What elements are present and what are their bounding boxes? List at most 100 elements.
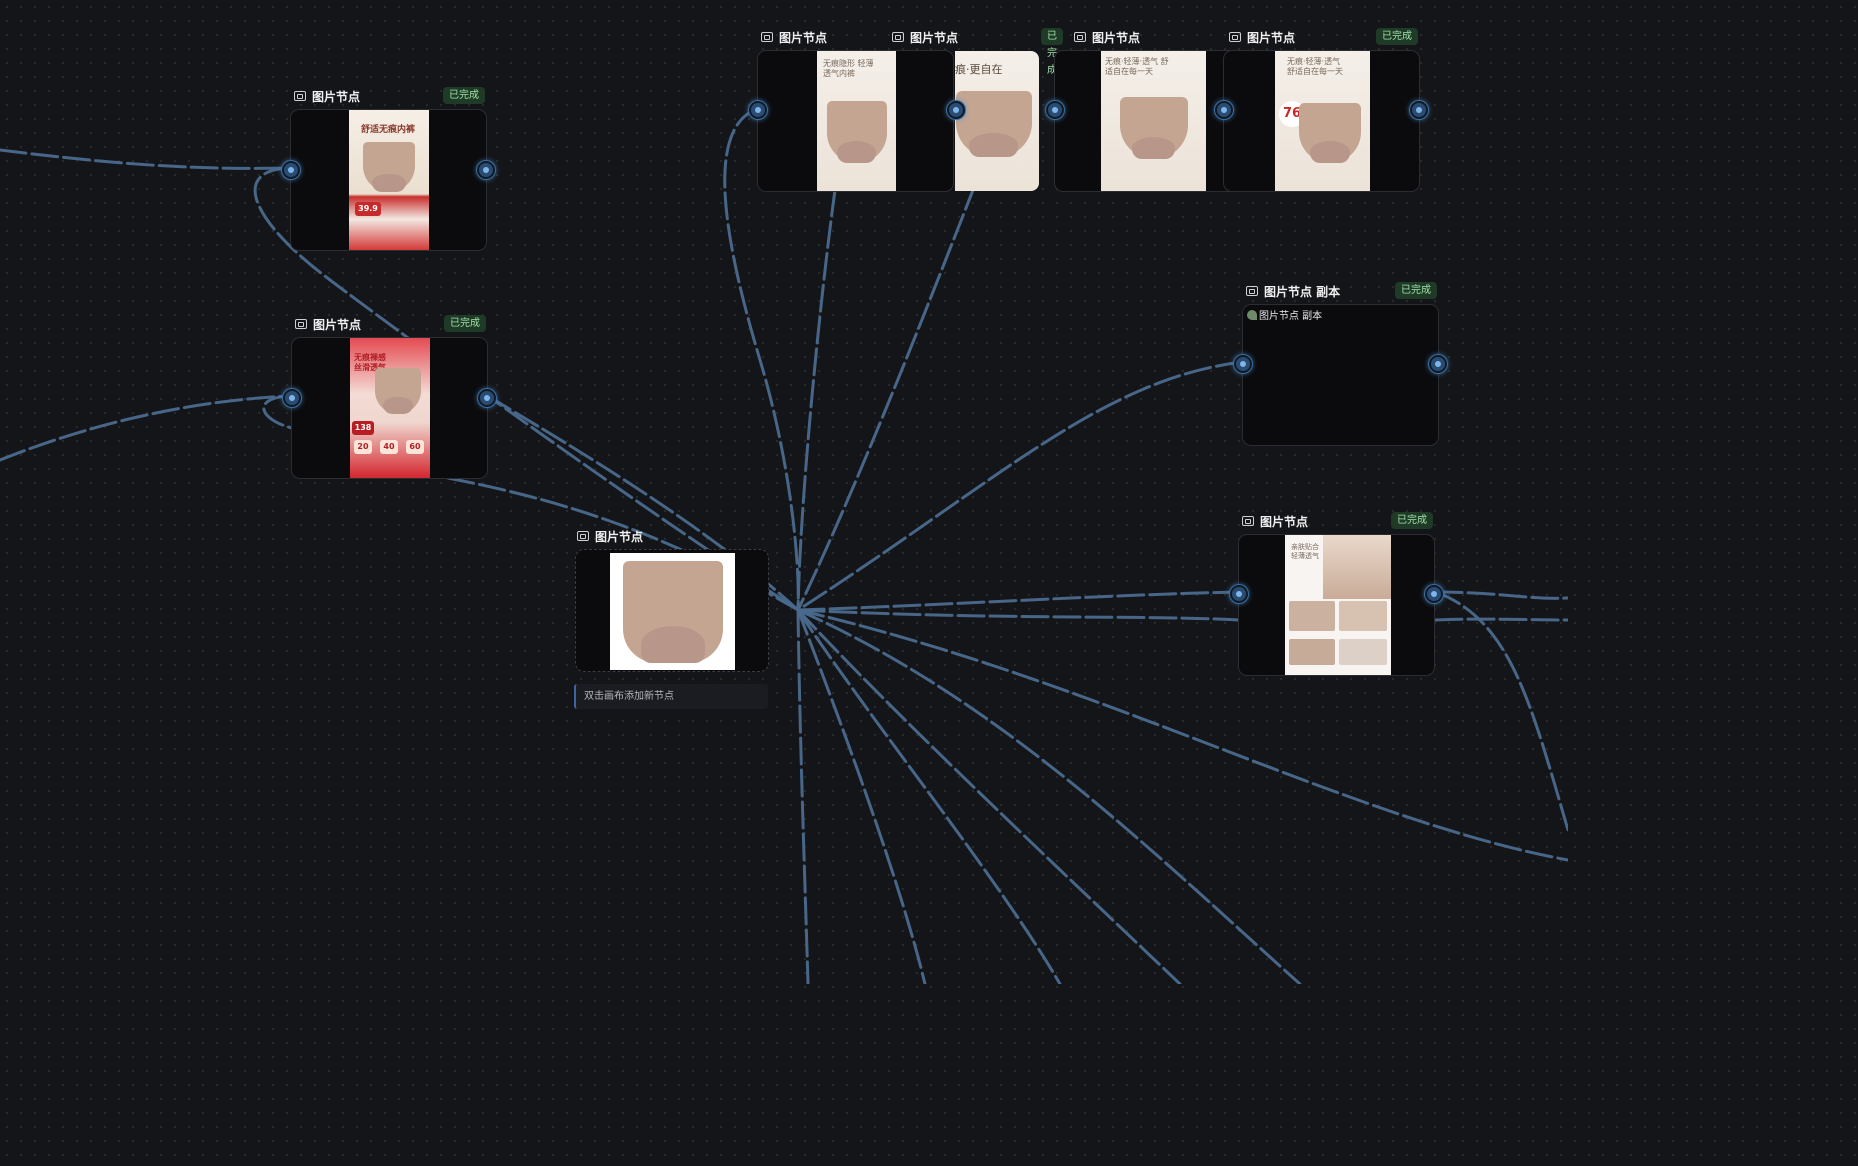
status-badge: 已完成 (1395, 282, 1437, 299)
node-title: 图片节点 (910, 30, 959, 45)
wire (796, 608, 810, 984)
node-title: 图片节点 (1092, 30, 1141, 45)
image-node[interactable]: 图片节点 已完成 亲肤贴合 轻薄透气 (1230, 512, 1443, 676)
product-shape (622, 561, 723, 663)
node-title: 图片节点 (1247, 30, 1296, 45)
model-photo (1323, 535, 1391, 599)
product-image: 痕·更自在 (955, 51, 1039, 191)
product-image (610, 553, 735, 670)
wire (796, 183, 977, 612)
output-port[interactable] (1410, 101, 1428, 119)
output-port[interactable] (1429, 355, 1447, 373)
image-node-copy[interactable]: 图片节点 副本 已完成 图片节点 副本 (1234, 282, 1447, 446)
wire (262, 394, 294, 430)
node-preview: 舒适无痕内裤 39.9 (290, 109, 487, 251)
detail-photo (1289, 601, 1335, 631)
input-port[interactable] (283, 389, 301, 407)
image-node[interactable]: 图片节点 已完成 无痕裸感 丝滑透气 138 20 40 60 (283, 315, 496, 479)
detail-photo (1339, 639, 1387, 665)
wire (796, 608, 927, 984)
product-shape (1119, 97, 1188, 159)
coupon-tag: 60 (406, 440, 424, 454)
product-shape (955, 91, 1032, 157)
coupon-tag: 40 (380, 440, 398, 454)
node-preview (575, 549, 769, 672)
node-header: 图片节点 副本 (1246, 282, 1340, 300)
output-port[interactable] (477, 161, 495, 179)
product-image: 无痕·轻薄·透气 舒适自在每一天 76 (1275, 51, 1370, 191)
image-icon (1246, 286, 1258, 296)
node-header: 图片节点 (892, 28, 958, 46)
product-shape (1299, 103, 1362, 163)
image-icon (295, 319, 307, 329)
node-header: 图片节点 (1074, 28, 1140, 46)
image-node[interactable]: 图片节点 已完成 无痕·轻薄·透气 舒适自在每一天 76 (1215, 28, 1428, 192)
output-port[interactable] (947, 101, 965, 119)
node-title: 图片节点 副本 (1264, 284, 1341, 299)
node-header: 图片节点 (1242, 512, 1308, 530)
wire (796, 608, 1062, 984)
node-header: 图片节点 (577, 527, 643, 545)
wire (0, 148, 292, 170)
price-tag: 138 (352, 421, 374, 435)
wire (796, 608, 1302, 984)
wire (253, 166, 800, 612)
image-node[interactable]: 图片节点 痕·更自在 (888, 31, 1040, 192)
detail-photo (1339, 601, 1387, 631)
input-port[interactable] (1215, 101, 1233, 119)
image-node[interactable]: 图片节点 已完成 舒适无痕内裤 39.9 (282, 87, 495, 251)
status-badge: 已完成 (1376, 28, 1418, 45)
node-title: 图片节点 (779, 30, 828, 45)
image-node-selected[interactable]: 图片节点 (575, 530, 769, 672)
wire (1434, 590, 1568, 832)
image-caption: 无痕裸感 丝滑透气 (354, 352, 386, 372)
product-image: 无痕·轻薄·透气 舒适自在每一天 (1101, 51, 1206, 191)
node-title: 图片节点 (312, 89, 361, 104)
output-port[interactable] (478, 389, 496, 407)
image-icon (761, 32, 773, 42)
product-shape (375, 368, 421, 414)
input-port[interactable] (749, 101, 767, 119)
wire (796, 608, 1240, 622)
node-header: 图片节点 (761, 28, 827, 46)
image-node[interactable]: 图片节点 已完成 无痕·轻薄·透气 舒适自在每一天 (1041, 28, 1251, 192)
image-caption: 无痕·轻薄·透气 舒适自在每一天 (1105, 57, 1169, 76)
image-caption: 无痕隐形 轻薄透气内裤 (823, 59, 874, 78)
node-preview: 无痕裸感 丝滑透气 138 20 40 60 (291, 337, 488, 479)
status-badge: 已完成 (1041, 28, 1063, 76)
node-preview: 无痕隐形 轻薄透气内裤 (757, 50, 954, 192)
status-badge: 已完成 (444, 315, 486, 332)
image-icon (577, 531, 589, 541)
node-title: 图片节点 (313, 317, 362, 332)
node-header: 图片节点 (295, 315, 361, 333)
status-badge: 已完成 (443, 87, 485, 104)
wire (796, 608, 1182, 984)
broken-image: 图片节点 副本 (1247, 307, 1322, 322)
wire (796, 188, 837, 612)
wire (796, 608, 1568, 862)
coupon-tag: 20 (354, 440, 372, 454)
node-preview: 亲肤贴合 轻薄透气 (1238, 534, 1435, 676)
input-port[interactable] (1046, 101, 1064, 119)
wire (796, 360, 1244, 612)
input-port[interactable] (1230, 585, 1248, 603)
image-node[interactable]: 图片节点 无痕隐形 轻薄透气内裤 (749, 31, 954, 192)
product-shape (826, 101, 887, 163)
image-icon (294, 91, 306, 101)
status-badge: 已完成 (1391, 512, 1433, 529)
image-caption: 亲肤贴合 轻薄透气 (1291, 543, 1319, 560)
node-header: 图片节点 (1229, 28, 1295, 46)
image-icon (1074, 32, 1086, 42)
node-preview: 无痕·轻薄·透气 舒适自在每一天 (1054, 50, 1251, 192)
wire (0, 394, 292, 462)
input-port[interactable] (282, 161, 300, 179)
image-caption: 无痕·轻薄·透气 舒适自在每一天 (1287, 57, 1343, 76)
detail-photo (1289, 639, 1335, 665)
image-icon (892, 32, 904, 42)
image-icon (1229, 32, 1241, 42)
output-port[interactable] (1425, 585, 1443, 603)
image-icon (1242, 516, 1254, 526)
wire (1434, 617, 1568, 622)
input-port[interactable] (1234, 355, 1252, 373)
node-preview: 无痕·轻薄·透气 舒适自在每一天 76 (1223, 50, 1420, 192)
